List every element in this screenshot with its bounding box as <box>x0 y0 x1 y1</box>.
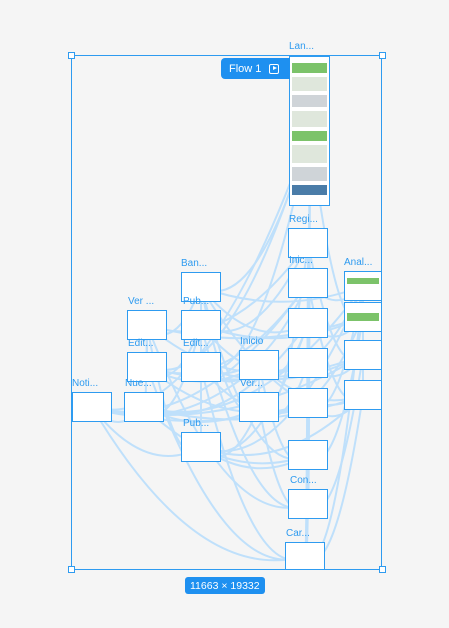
dimensions-badge: 11663 × 19332 <box>185 577 265 594</box>
frame-label-notif[interactable]: Noti... <box>72 378 99 389</box>
frame-ver[interactable] <box>127 310 167 340</box>
frame-ver2[interactable] <box>239 392 279 422</box>
frame-right-2[interactable] <box>344 380 382 410</box>
frame-analisis[interactable] <box>344 271 382 301</box>
connection-line <box>146 366 306 561</box>
frame-label-registro[interactable]: Regi... <box>289 214 318 225</box>
frame-label-car[interactable]: Car... <box>286 528 310 539</box>
frame-label-ver2[interactable]: Ver... <box>240 378 263 389</box>
frame-label-landing[interactable]: Lan... <box>289 41 315 52</box>
frame-label-edit2[interactable]: Edit... <box>183 338 209 349</box>
frame-registro[interactable] <box>288 228 328 258</box>
flow-label: Flow 1 <box>229 62 262 75</box>
frame-label-inicio-top[interactable]: Inic... <box>289 255 313 266</box>
frame-con[interactable] <box>288 489 328 519</box>
frame-label-con[interactable]: Con... <box>290 475 317 486</box>
frame-car[interactable] <box>285 542 325 570</box>
frame-pub[interactable] <box>181 310 221 340</box>
frame-label-inicio[interactable]: Inicio <box>240 336 264 347</box>
resize-handle-top-left[interactable] <box>68 52 75 59</box>
frame-notif[interactable] <box>72 392 112 422</box>
frame-inicio[interactable] <box>239 350 279 380</box>
frame-label-ver[interactable]: Ver ... <box>128 296 155 307</box>
play-frame-icon[interactable] <box>269 63 280 74</box>
frame-label-nue[interactable]: Nue... <box>125 378 152 389</box>
connection-line <box>91 406 306 562</box>
frame-banner[interactable] <box>181 272 221 302</box>
frame-landing[interactable] <box>289 56 330 206</box>
frame-mid-3[interactable] <box>288 388 328 418</box>
frame-label-pub[interactable]: Pub... <box>183 296 210 307</box>
frame-analisis-2[interactable] <box>344 302 382 332</box>
frame-inicio-top[interactable] <box>288 268 328 298</box>
frame-mid-4[interactable] <box>288 440 328 470</box>
frame-mid-2[interactable] <box>288 348 328 378</box>
resize-handle-bottom-left[interactable] <box>68 566 75 573</box>
connection-line <box>146 324 309 509</box>
flow-start-tag[interactable]: Flow 1 <box>221 58 290 79</box>
frame-edit2[interactable] <box>181 352 221 382</box>
connection-line <box>143 285 364 413</box>
resize-handle-top-right[interactable] <box>379 52 386 59</box>
resize-handle-bottom-right[interactable] <box>379 566 386 573</box>
frame-label-edit1[interactable]: Edit... <box>128 338 154 349</box>
selection-box[interactable] <box>71 55 382 570</box>
frame-edit1[interactable] <box>127 352 167 382</box>
frame-nue[interactable] <box>124 392 164 422</box>
frame-right-1[interactable] <box>344 340 382 370</box>
frame-label-pub2[interactable]: Pub... <box>183 418 210 429</box>
connection-line <box>200 285 364 452</box>
frame-mid-1[interactable] <box>288 308 328 338</box>
frame-label-analisis[interactable]: Anal... <box>344 257 373 268</box>
frame-pub2[interactable] <box>181 432 221 462</box>
connection-line <box>200 286 364 402</box>
frame-label-banner[interactable]: Ban... <box>181 258 208 269</box>
